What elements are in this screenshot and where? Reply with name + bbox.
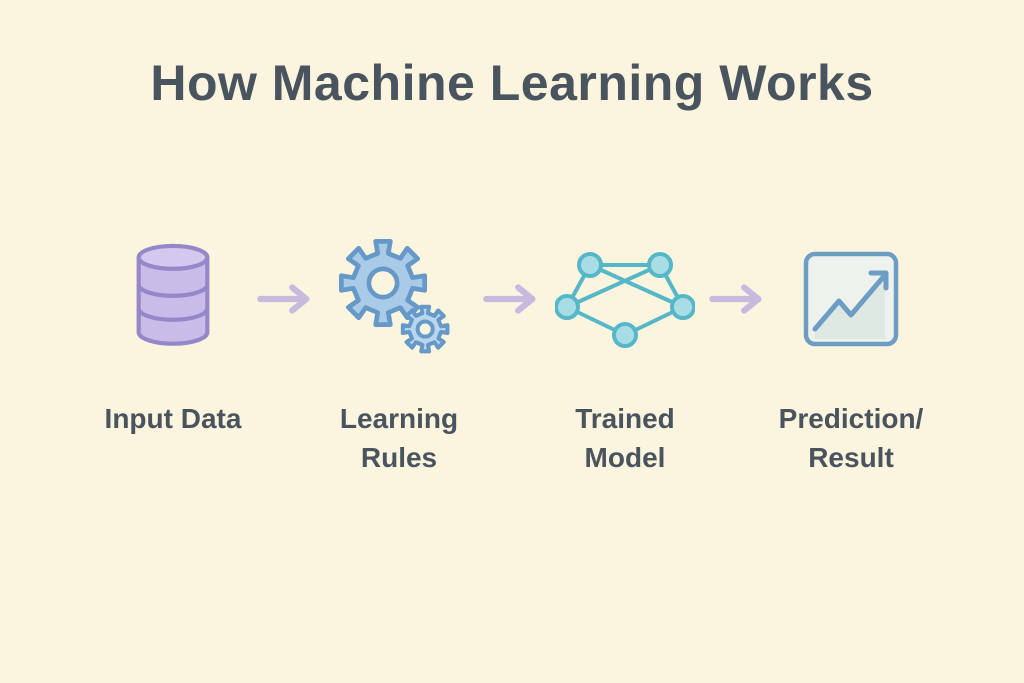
network-nodes [555,252,695,348]
step-label-learning-rules: Learning Rules [339,403,459,473]
chart-arrow-icon [803,251,899,347]
database-icon [136,243,210,346]
step-prediction-result: Prediction/ Result [771,234,931,477]
chart-trend-line [812,272,888,332]
page-title: How Machine Learning Works [150,55,874,111]
gear-large [339,239,428,328]
step-learning-rules: Learning Rules [319,234,479,477]
input-data-icon-box [121,234,225,364]
gears-icon [339,239,450,354]
chart-area [815,275,885,339]
gear-small [400,304,450,354]
arrow-right-icon [257,284,310,314]
database-divider-2 [136,307,210,322]
prediction-result-icon-box [800,234,902,364]
chart-arrowhead [868,270,889,291]
step-input-data: Input Data [93,234,253,439]
step-label-trained-model: Trained Model [575,403,675,473]
step-label-prediction-result: Prediction/ Result [778,403,924,473]
neural-network-icon [555,252,695,348]
arrow-right-icon [709,284,762,314]
flow-connector [253,234,319,364]
flow-connector [705,234,771,364]
database-divider-1 [136,284,210,298]
arrow-right-icon [483,284,536,314]
learning-rules-icon-box [336,234,462,364]
flow-diagram: Input Data [0,234,1024,477]
trained-model-icon-box [555,234,695,364]
step-trained-model: Trained Model [545,234,705,477]
database-body [136,257,210,346]
flow-connector [479,234,545,364]
step-label-input-data: Input Data [104,403,242,434]
database-top [136,243,210,271]
